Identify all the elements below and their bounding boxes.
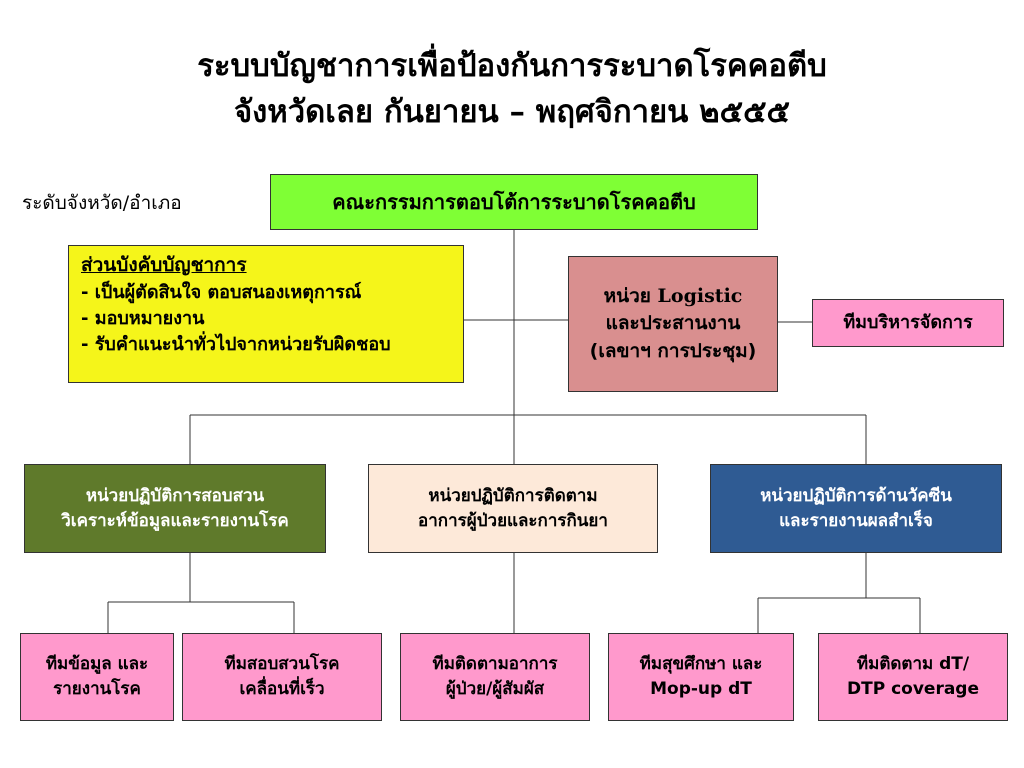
tracking-team-line2: ผู้ป่วย/ผู้สัมผัส	[445, 679, 545, 699]
followup-unit-line1: หน่วยปฏิบัติการติดตาม	[428, 485, 598, 506]
vaccine-unit-line2: และรายงานผลสำเร็จ	[779, 510, 933, 531]
health-education-team-box: ทีมสุขศึกษา และ Mop-up dT	[608, 633, 794, 721]
logistic-box: หน่วย Logistic และประสานงาน (เลขาฯ การปร…	[568, 256, 778, 392]
command-item: - มอบหมายงาน	[81, 307, 205, 329]
committee-label: คณะกรรมการตอบโต้การระบาดโรคคอตีบ	[332, 189, 696, 214]
vaccine-unit-box: หน่วยปฏิบัติการด้านวัคซีน และรายงานผลสำเ…	[710, 464, 1002, 553]
coverage-team-box: ทีมติดตาม dT/ DTP coverage	[818, 633, 1008, 721]
data-team-line1: ทีมข้อมูล และ	[45, 654, 149, 675]
chart-title-line2: จังหวัดเลย กันยายน – พฤศจิกายน ๒๕๕๕	[234, 94, 790, 130]
investigation-unit-line1: หน่วยปฏิบัติการสอบสวน	[85, 485, 265, 506]
srrt-team-line2: เคลื่อนที่เร็ว	[239, 679, 325, 699]
logistic-line3: (เลขาฯ การประชุม)	[589, 339, 757, 362]
data-team-box: ทีมข้อมูล และ รายงานโรค	[20, 633, 174, 721]
command-box: ส่วนบังคับบัญชาการ - เป็นผู้ตัดสินใจ ตอบ…	[68, 245, 464, 383]
tracking-team-box: ทีมติดตามอาการ ผู้ป่วย/ผู้สัมผัส	[400, 633, 590, 721]
health-education-team-line2: Mop-up dT	[650, 679, 752, 699]
srrt-team-box: ทีมสอบสวนโรค เคลื่อนที่เร็ว	[182, 633, 382, 721]
investigation-unit-line2: วิเคราะห์ข้อมูลและรายงานโรค	[61, 510, 289, 531]
followup-unit-box: หน่วยปฏิบัติการติดตาม อาการผู้ป่วยและการ…	[368, 464, 658, 553]
command-item: - รับคำแนะนำทั่วไปจากหน่วยรับผิดชอบ	[81, 333, 391, 355]
command-heading: ส่วนบังคับบัญชาการ	[81, 254, 247, 276]
investigation-unit-box: หน่วยปฏิบัติการสอบสวน วิเคราะห์ข้อมูลและ…	[24, 464, 326, 553]
management-team-label: ทีมบริหารจัดการ	[843, 311, 973, 333]
data-team-line2: รายงานโรค	[53, 679, 141, 699]
health-education-team-line1: ทีมสุขศึกษา และ	[639, 654, 763, 675]
management-team-box: ทีมบริหารจัดการ	[812, 299, 1004, 347]
coverage-team-line1: ทีมติดตาม dT/	[856, 654, 970, 675]
tracking-team-line1: ทีมติดตามอาการ	[432, 654, 558, 675]
committee-box: คณะกรรมการตอบโต้การระบาดโรคคอตีบ	[270, 174, 758, 230]
chart-title-line1: ระบบบัญชาการเพื่อป้องกันการระบาดโรคคอตีบ	[197, 48, 827, 84]
logistic-line1: หน่วย Logistic	[603, 284, 743, 307]
coverage-team-line2: DTP coverage	[846, 679, 979, 699]
logistic-line2: และประสานงาน	[605, 312, 741, 335]
vaccine-unit-line1: หน่วยปฏิบัติการด้านวัคซีน	[760, 485, 952, 506]
srrt-team-line1: ทีมสอบสวนโรค	[224, 654, 340, 675]
followup-unit-line2: อาการผู้ป่วยและการกินยา	[418, 510, 608, 531]
level-label: ระดับจังหวัด/อำเภอ	[22, 192, 182, 214]
command-item: - เป็นผู้ตัดสินใจ ตอบสนองเหตุการณ์	[81, 281, 362, 303]
